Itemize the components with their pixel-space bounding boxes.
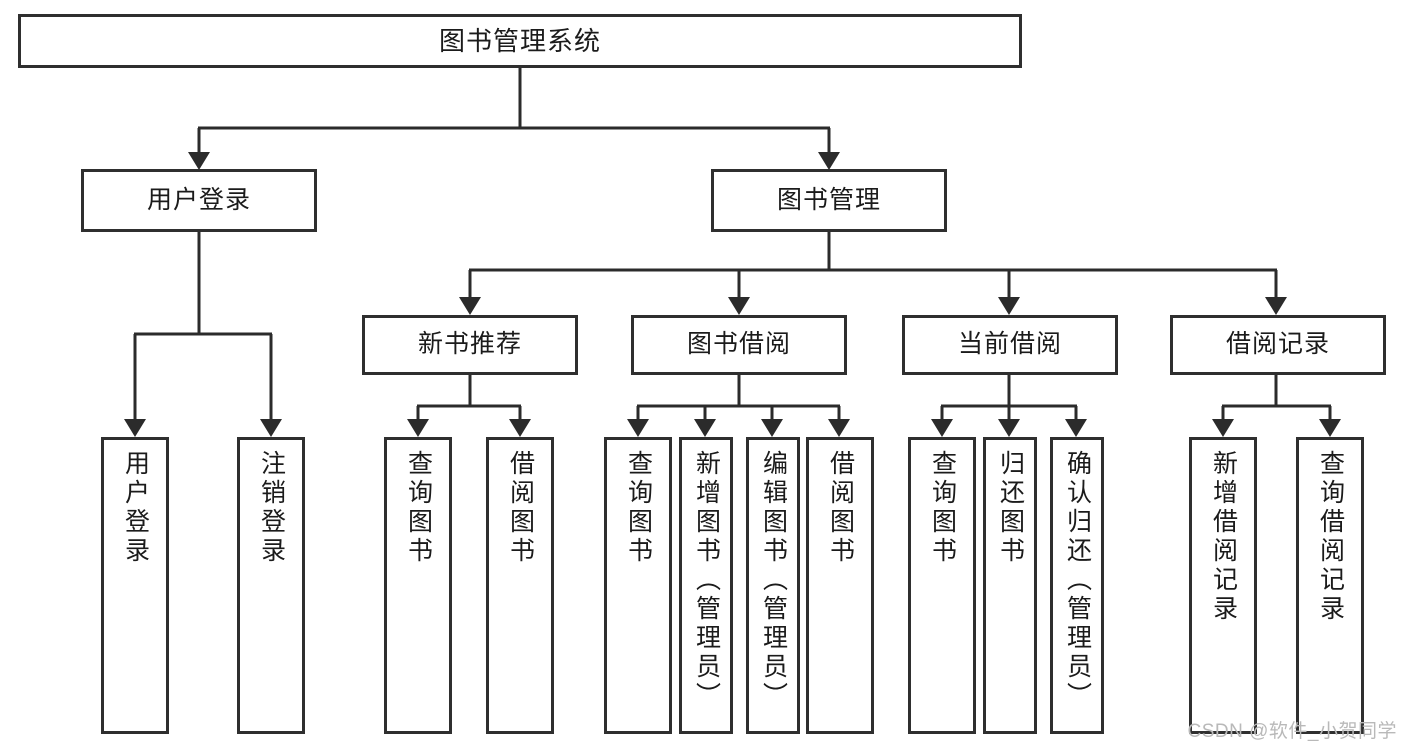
node-book-management[interactable]: 图书管理 xyxy=(711,169,947,232)
node-label: 图书管理 xyxy=(776,185,881,214)
node-label: 查询图书 xyxy=(624,450,653,566)
node-user-login[interactable]: 用户登录 xyxy=(81,169,317,232)
node-label: 借阅图书 xyxy=(506,450,535,566)
leaf-return-book[interactable]: 归还图书 xyxy=(983,437,1037,734)
leaf-logout[interactable]: 注销登录 xyxy=(237,437,305,734)
leaf-add-borrow-record[interactable]: 新增借阅记录 xyxy=(1189,437,1257,734)
node-new-book-recommendation[interactable]: 新书推荐 xyxy=(362,315,578,375)
csdn-watermark: CSDN @软件_小贺同学 xyxy=(1187,721,1397,742)
leaf-confirm-return-admin[interactable]: 确认归还（管理员） xyxy=(1050,437,1104,734)
node-root-library-management-system[interactable]: 图书管理系统 xyxy=(18,14,1022,68)
node-label: 注销登录 xyxy=(257,450,286,566)
node-label: 新书推荐 xyxy=(417,330,522,359)
leaf-query-book-recommend[interactable]: 查询图书 xyxy=(384,437,452,734)
node-label: 借阅图书 xyxy=(826,450,855,566)
node-borrowing-record[interactable]: 借阅记录 xyxy=(1170,315,1386,375)
node-label: 新增图书（管理员） xyxy=(692,450,721,711)
node-label: 图书借阅 xyxy=(686,330,791,359)
leaf-query-book-current[interactable]: 查询图书 xyxy=(908,437,976,734)
node-label: 归还图书 xyxy=(996,450,1025,566)
leaf-query-borrow-record[interactable]: 查询借阅记录 xyxy=(1296,437,1364,734)
node-label: 图书管理系统 xyxy=(438,25,601,56)
leaf-query-book-borrow[interactable]: 查询图书 xyxy=(604,437,672,734)
node-current-borrowing[interactable]: 当前借阅 xyxy=(902,315,1118,375)
node-label: 用户登录 xyxy=(121,450,150,566)
node-label: 用户登录 xyxy=(146,185,251,214)
leaf-add-book-admin[interactable]: 新增图书（管理员） xyxy=(679,437,733,734)
node-label: 借阅记录 xyxy=(1225,330,1330,359)
node-label: 确认归还（管理员） xyxy=(1063,450,1092,711)
node-label: 查询借阅记录 xyxy=(1316,450,1345,624)
leaf-borrow-book[interactable]: 借阅图书 xyxy=(806,437,874,734)
leaf-edit-book-admin[interactable]: 编辑图书（管理员） xyxy=(746,437,800,734)
node-label: 查询图书 xyxy=(404,450,433,566)
node-label: 编辑图书（管理员） xyxy=(759,450,788,711)
node-label: 当前借阅 xyxy=(957,330,1062,359)
leaf-borrow-book-recommend[interactable]: 借阅图书 xyxy=(486,437,554,734)
leaf-user-login[interactable]: 用户登录 xyxy=(101,437,169,734)
node-label: 查询图书 xyxy=(928,450,957,566)
node-label: 新增借阅记录 xyxy=(1209,450,1238,624)
node-book-borrowing[interactable]: 图书借阅 xyxy=(631,315,847,375)
